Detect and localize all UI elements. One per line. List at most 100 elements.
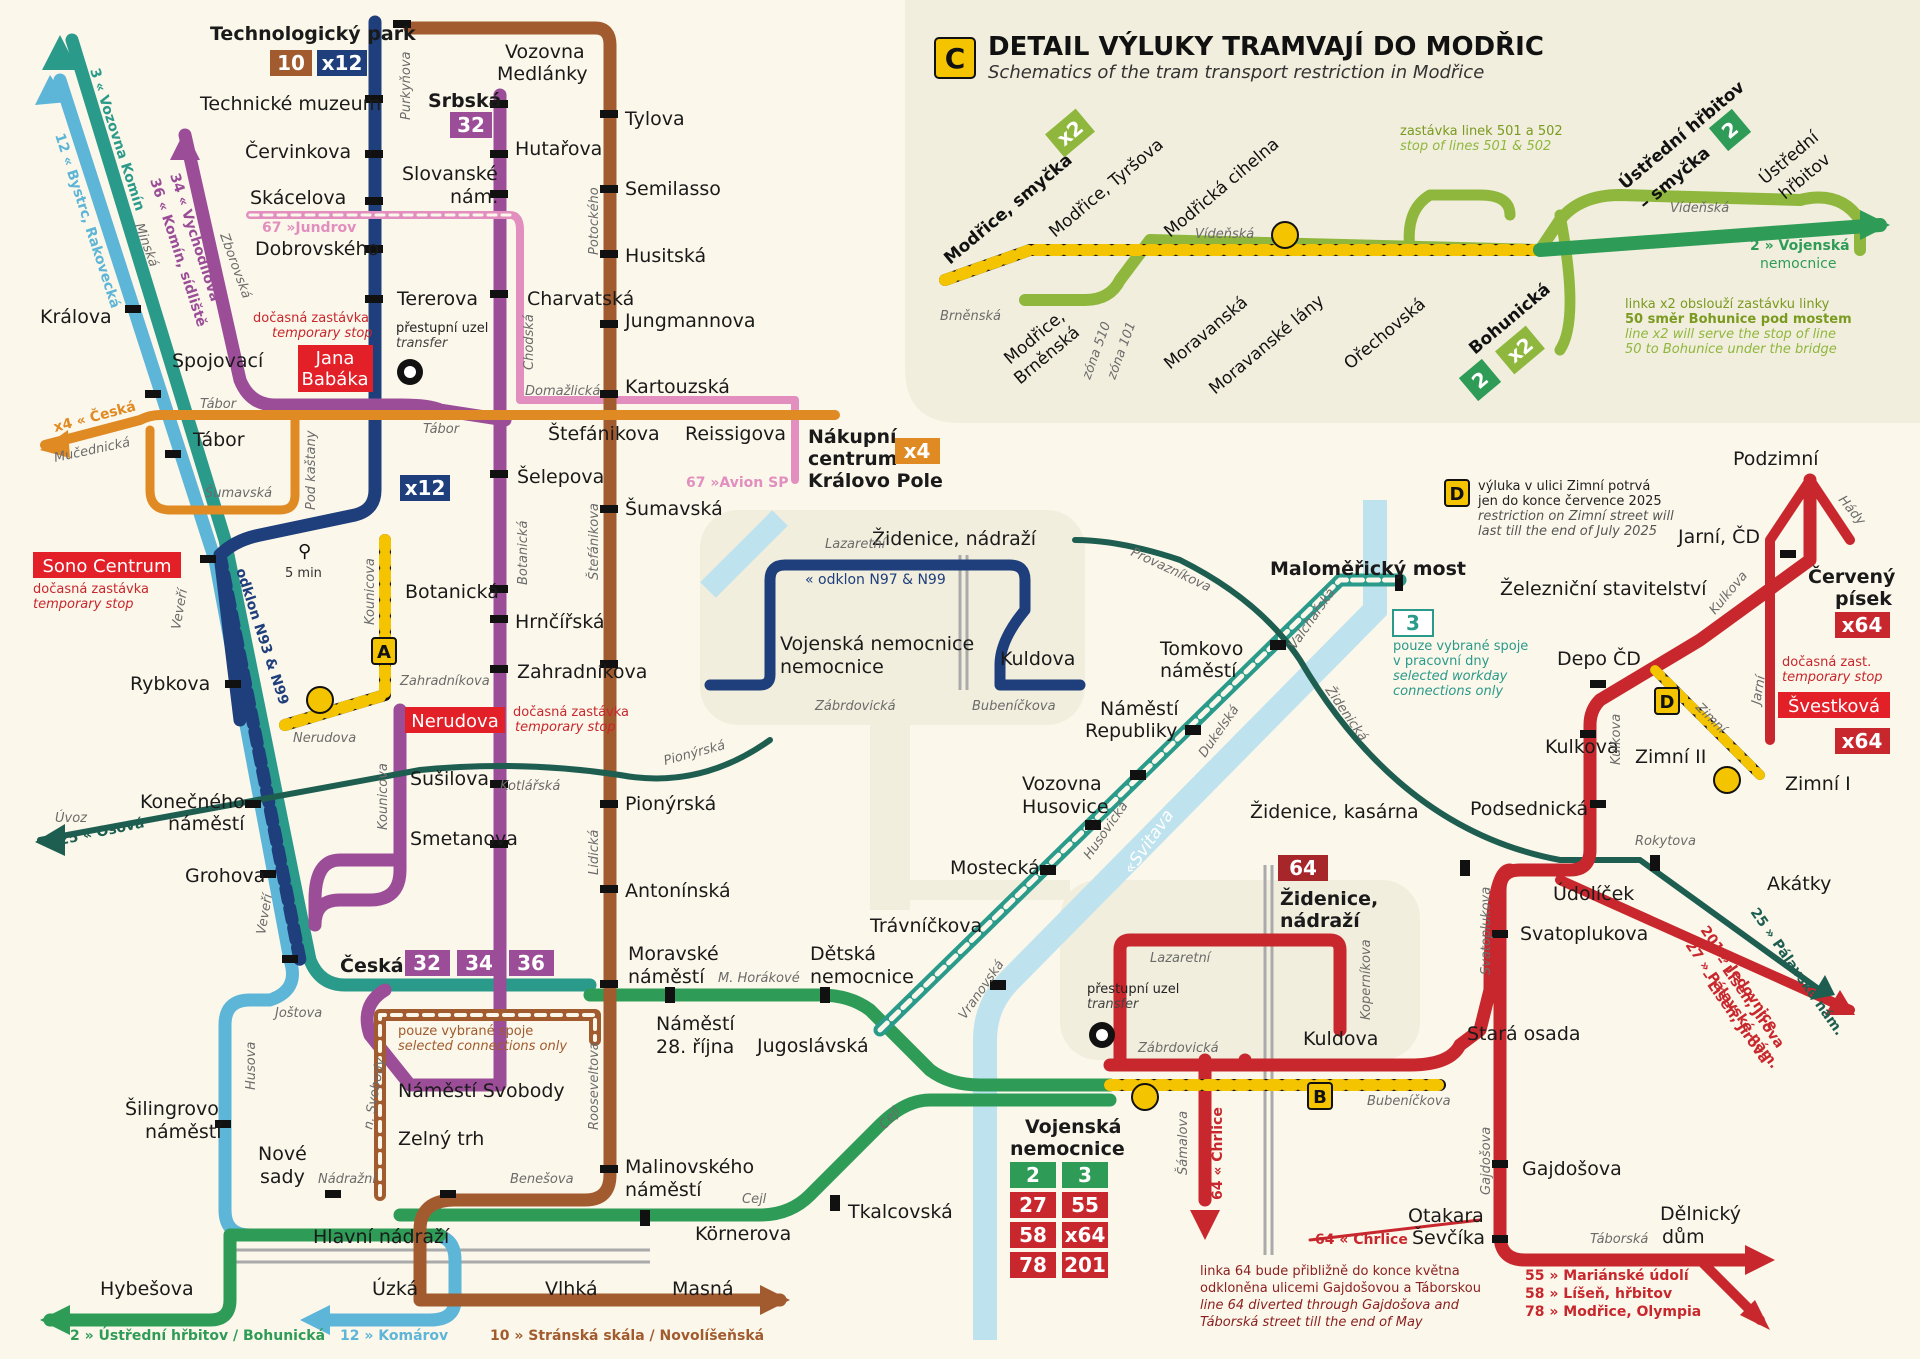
svg-text:Rooseveltova: Rooseveltova [587,1042,602,1130]
svg-text:3: 3 [1406,611,1420,635]
svg-text:Hybešova: Hybešova [100,1278,194,1300]
svg-text:55 » Mariánské údolí: 55 » Mariánské údolí [1525,1268,1690,1284]
svg-text:Židenice, kasárna: Židenice, kasárna [1250,800,1419,823]
svg-text:Chodská: Chodská [522,314,537,370]
svg-text:Náměstí Svobody: Náměstí Svobody [398,1080,565,1102]
detail-letter: C [945,42,966,75]
svg-text:sady: sady [260,1166,305,1188]
svg-text:Maloměřický most: Maloměřický most [1270,558,1466,580]
line-3-teal [65,33,597,992]
svg-text:restriction on Zimní street wi: restriction on Zimní street will [1478,509,1674,524]
inset-navy [704,559,1086,691]
svg-text:Sono Centrum: Sono Centrum [42,556,171,577]
svg-text:Körnerova: Körnerova [695,1223,791,1245]
station-labels: Technologický park Technické muzeum Červ… [40,23,1896,1300]
svg-text:Židenice, nádraží: Židenice, nádraží [872,527,1037,550]
svg-text:Zimní I: Zimní I [1785,773,1851,795]
svg-text:Veveří: Veveří [254,891,276,936]
svg-text:Dětská: Dětská [810,943,876,965]
svg-text:nemocnice: nemocnice [1760,256,1836,272]
svg-text:náměstí: náměstí [1160,660,1237,682]
svg-text:Technologický park: Technologický park [210,23,416,45]
svg-text:Dobrovského: Dobrovského [255,238,379,260]
svg-text:Reissigova: Reissigova [685,423,786,445]
svg-text:Svatoplukova: Svatoplukova [1520,923,1648,945]
vn-badge: 27 [1019,1193,1047,1217]
svg-text:Židenická: Židenická [1321,682,1371,744]
vn-badge: 78 [1019,1253,1047,1277]
vn-badge: 201 [1064,1253,1106,1277]
svg-text:Gajdošova: Gajdošova [1522,1158,1622,1180]
svg-text:Srbská: Srbská [428,90,501,112]
svg-text:Nákupní: Nákupní [808,426,898,448]
line-34-purple [178,128,512,427]
svg-text:nemocnice: nemocnice [780,656,884,678]
svg-text:Červený: Červený [1808,564,1896,588]
svg-text:Šumavská: Šumavská [625,496,723,520]
vn-badge-bg [1062,1162,1108,1188]
line-x12-navy [213,15,382,727]
svg-text:Depo ČD: Depo ČD [1557,646,1641,670]
svg-text:Vojenská: Vojenská [1025,1116,1121,1138]
svg-text:Jana: Jana [315,348,355,369]
svg-text:Tylova: Tylova [624,108,685,130]
transfer-icon [397,359,1115,1048]
line-64-out [1308,1218,1482,1242]
svg-text:Zábrdovická: Zábrdovická [1137,1041,1219,1056]
svg-text:Vlhká: Vlhká [545,1278,598,1300]
line-2-green-b [43,1228,447,1327]
svg-text:Kotlářská: Kotlářská [500,779,560,794]
svg-text:Šilingrovo: Šilingrovo [125,1096,219,1120]
vn-badge: x64 [1065,1223,1106,1247]
svg-text:10 » Stránská skála / Novolíše: 10 » Stránská skála / Novolíšeňská [490,1328,764,1344]
svg-text:Technické muzeum: Technické muzeum [199,93,381,115]
svg-text:67 »Jundrov: 67 »Jundrov [262,220,356,236]
svg-text:Tábor: Tábor [423,422,461,437]
svg-text:Rokytova: Rokytova [1635,834,1696,849]
river-inset [700,510,788,598]
svg-text:Úvoz: Úvoz [55,810,88,826]
svg-text:transfer: transfer [396,336,449,351]
svg-text:Tkalcovská: Tkalcovská [847,1201,953,1223]
svg-text:Bubeníčkova: Bubeníčkova [1367,1094,1451,1109]
svg-text:Spojovací: Spojovací [172,350,264,372]
vn-badge-bg [1062,1192,1108,1218]
svg-text:Potockého: Potockého [587,187,602,255]
svg-text:Vídeňská: Vídeňská [1195,227,1254,242]
svg-text:selected workday: selected workday [1393,669,1508,684]
vn-badge-bg [1010,1222,1056,1248]
svg-text:D: D [1660,692,1675,713]
svg-text:temporary stop: temporary stop [272,326,373,341]
svg-text:Kuldova: Kuldova [1000,648,1075,670]
svg-text:dočasná zastávka: dočasná zastávka [513,705,629,720]
line-2-green [583,988,1117,1092]
svg-text:Domažlická: Domažlická [525,384,600,399]
svg-text:Grohova: Grohova [185,865,265,887]
svg-text:Šumavská: Šumavská [205,485,272,501]
svg-text:Masná: Masná [672,1278,734,1300]
line-x4-loop [145,415,300,515]
svg-text:Skácelova: Skácelova [250,187,346,209]
svg-text:Údolíček: Údolíček [1553,881,1634,905]
svg-text:10: 10 [277,51,305,75]
line-red-c [1765,475,1855,745]
line-2-green-c [393,1093,1117,1222]
svg-text:Šámalova: Šámalova [1175,1111,1191,1175]
svg-text:58 » Líšeň, hřbitov: 58 » Líšeň, hřbitov [1525,1286,1672,1302]
svg-text:Moravské: Moravské [628,943,719,965]
svg-text:50 to Bohunice under the bridg: 50 to Bohunice under the bridge [1625,342,1837,357]
svg-text:dočasná zastávka: dočasná zastávka [33,582,149,597]
line-red-main [1493,473,1817,1267]
svg-text:Švestková: Švestková [1788,695,1880,717]
svg-text:zastávka linek 501 a 502: zastávka linek 501 a 502 [1400,124,1563,139]
svg-text:náměstí: náměstí [168,813,245,835]
vn-badge: 2 [1026,1163,1040,1187]
svg-text:Štefánikova: Štefánikova [548,421,660,445]
svg-text:nemocnice: nemocnice [1010,1138,1125,1160]
svg-text:Babáka: Babáka [302,369,369,390]
svg-text:nádraží: nádraží [1280,910,1361,932]
svg-text:selected connections only: selected connections only [398,1039,567,1054]
svg-text:Kounicova: Kounicova [363,558,378,625]
svg-text:Republiky: Republiky [1085,720,1177,742]
svg-text:Královo Pole: Královo Pole [808,470,943,492]
